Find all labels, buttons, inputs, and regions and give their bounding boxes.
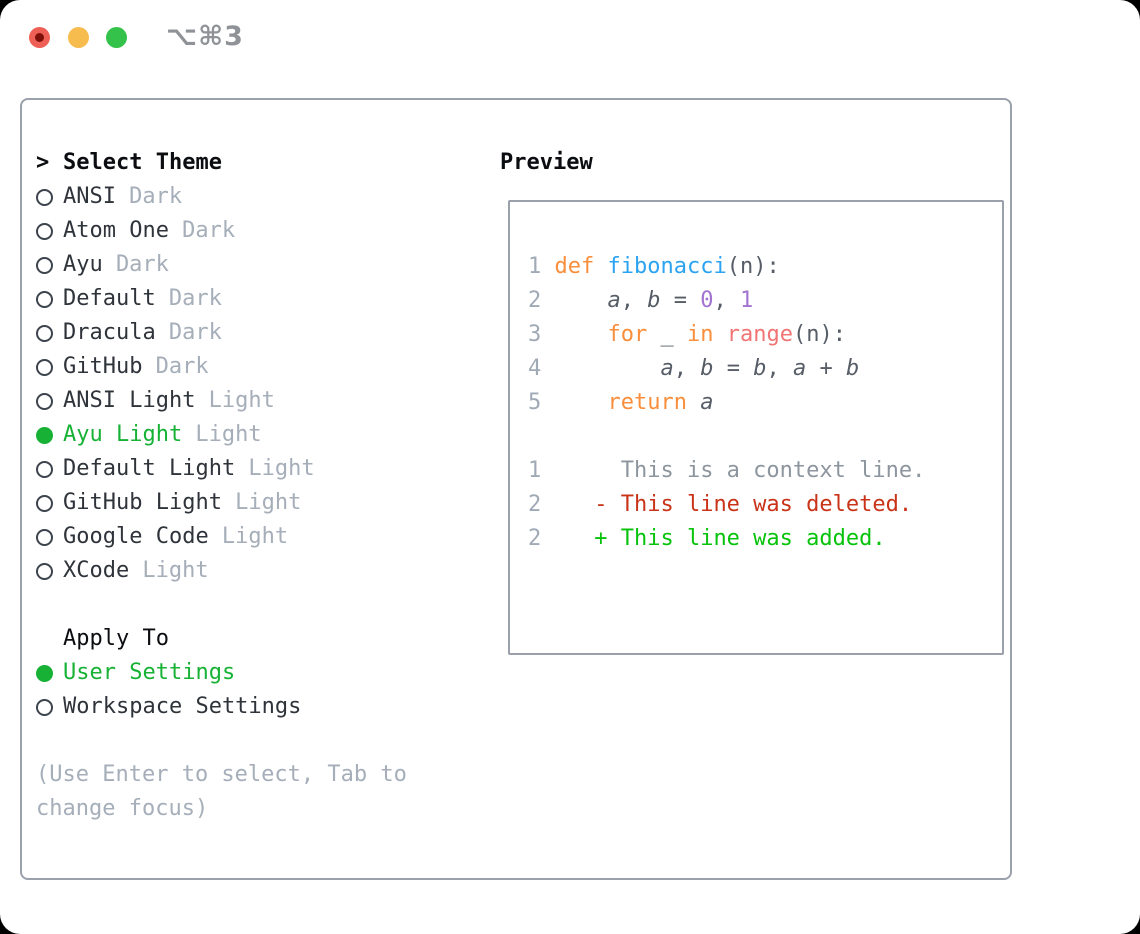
apply-to-list: User Settings Workspace Settings: [36, 656, 496, 724]
code-line: 5 return a: [528, 390, 714, 415]
apply-to-heading: Apply To: [36, 622, 496, 656]
close-button[interactable]: [29, 27, 50, 48]
theme-option-variant: Light: [248, 456, 315, 481]
apply-to-title: Apply To: [63, 626, 169, 651]
radio-icon: [36, 460, 53, 478]
code-line: 1 def fibonacci(n):: [528, 254, 780, 279]
theme-option-name: Default: [63, 286, 156, 311]
theme-option-variant: Light: [221, 524, 289, 549]
code-preview: 1 def fibonacci(n): 2 a, b = 0, 1 3 for _ …: [528, 250, 1002, 556]
theme-option[interactable]: Default Light Light: [36, 452, 496, 486]
theme-option[interactable]: Ayu Dark: [36, 248, 496, 282]
apply-to-option[interactable]: User Settings: [36, 656, 496, 690]
theme-option-name: ANSI Light: [63, 388, 196, 413]
theme-option-variant: Dark: [129, 184, 183, 209]
select-theme-heading: > Select Theme: [36, 146, 496, 180]
apply-to-option[interactable]: Workspace Settings: [36, 690, 496, 724]
minimize-button[interactable]: [68, 27, 89, 48]
radio-icon: [36, 358, 53, 376]
spacer: [36, 588, 496, 622]
theme-option[interactable]: Dracula Dark: [36, 316, 496, 350]
code-line: 2 a, b = 0, 1: [528, 288, 754, 313]
theme-option[interactable]: Google Code Light: [36, 520, 496, 554]
theme-option-variant: Dark: [182, 218, 236, 243]
theme-option-variant: Light: [208, 388, 275, 413]
preview-box: 1 def fibonacci(n): 2 a, b = 0, 1 3 for _ …: [508, 200, 1004, 655]
hint-text: (Use Enter to select, Tab to change focu…: [36, 762, 407, 821]
theme-option-variant: Dark: [168, 320, 222, 345]
theme-option-variant: Dark: [115, 252, 169, 277]
radio-selected-icon: [36, 426, 53, 444]
code-line: 4 a, b = b, a + b: [528, 356, 860, 381]
radio-icon: [36, 256, 53, 274]
preview-column: Preview 1 def fibonacci(n): 2 a, b = 0, 1…: [500, 146, 1004, 655]
theme-option[interactable]: XCode Light: [36, 554, 496, 588]
theme-option-name: Dracula: [63, 320, 156, 345]
radio-icon: [36, 528, 53, 546]
radio-icon: [36, 188, 53, 206]
theme-option[interactable]: GitHub Dark: [36, 350, 496, 384]
theme-option[interactable]: ANSI Dark: [36, 180, 496, 214]
theme-option-name: GitHub: [63, 354, 143, 379]
apply-to-option-label: Workspace Settings: [63, 694, 302, 719]
code-line: 1 This is a context line.: [528, 458, 926, 483]
radio-icon: [36, 562, 53, 580]
apply-to-option-label: User Settings: [63, 660, 236, 685]
theme-option-name: Default Light: [63, 456, 236, 481]
window-titlebar: ⌥⌘3: [0, 0, 1140, 76]
theme-option-variant: Dark: [168, 286, 222, 311]
theme-option-variant: Light: [195, 422, 262, 447]
prompt-icon: >: [36, 150, 50, 175]
code-line: 3 for _ in range(n):: [528, 322, 846, 347]
radio-selected-icon: [36, 664, 53, 682]
radio-icon: [36, 392, 53, 410]
theme-option-name: Google Code: [63, 524, 209, 549]
code-line: 2 - This line was deleted.: [528, 492, 913, 517]
code-line: 2 + This line was added.: [528, 526, 886, 551]
theme-option-name: ANSI: [63, 184, 116, 209]
preview-heading: Preview: [500, 146, 1004, 180]
radio-icon: [36, 494, 53, 512]
theme-option[interactable]: Ayu Light Light: [36, 418, 496, 452]
theme-option-name: GitHub Light: [63, 490, 222, 515]
theme-option[interactable]: Default Dark: [36, 282, 496, 316]
theme-option-variant: Light: [235, 490, 302, 515]
radio-icon: [36, 290, 53, 308]
theme-option[interactable]: GitHub Light Light: [36, 486, 496, 520]
window-shortcut-label: ⌥⌘3: [166, 21, 244, 52]
zoom-button[interactable]: [106, 27, 127, 48]
theme-option-name: XCode: [63, 558, 130, 583]
spacer: [36, 724, 496, 758]
select-theme-title: Select Theme: [63, 150, 222, 175]
theme-option-name: Ayu: [63, 252, 103, 277]
preview-title: Preview: [500, 150, 593, 175]
radio-icon: [36, 324, 53, 342]
theme-option-variant: Light: [142, 558, 209, 583]
code-line: [528, 420, 1002, 454]
theme-option-name: Atom One: [63, 218, 169, 243]
theme-option[interactable]: ANSI Light Light: [36, 384, 496, 418]
theme-option-variant: Dark: [155, 354, 209, 379]
theme-option[interactable]: Atom One Dark: [36, 214, 496, 248]
theme-option-name: Ayu Light: [63, 422, 183, 447]
radio-icon: [36, 222, 53, 240]
close-active-dot-icon: [35, 33, 44, 42]
radio-icon: [36, 698, 53, 716]
